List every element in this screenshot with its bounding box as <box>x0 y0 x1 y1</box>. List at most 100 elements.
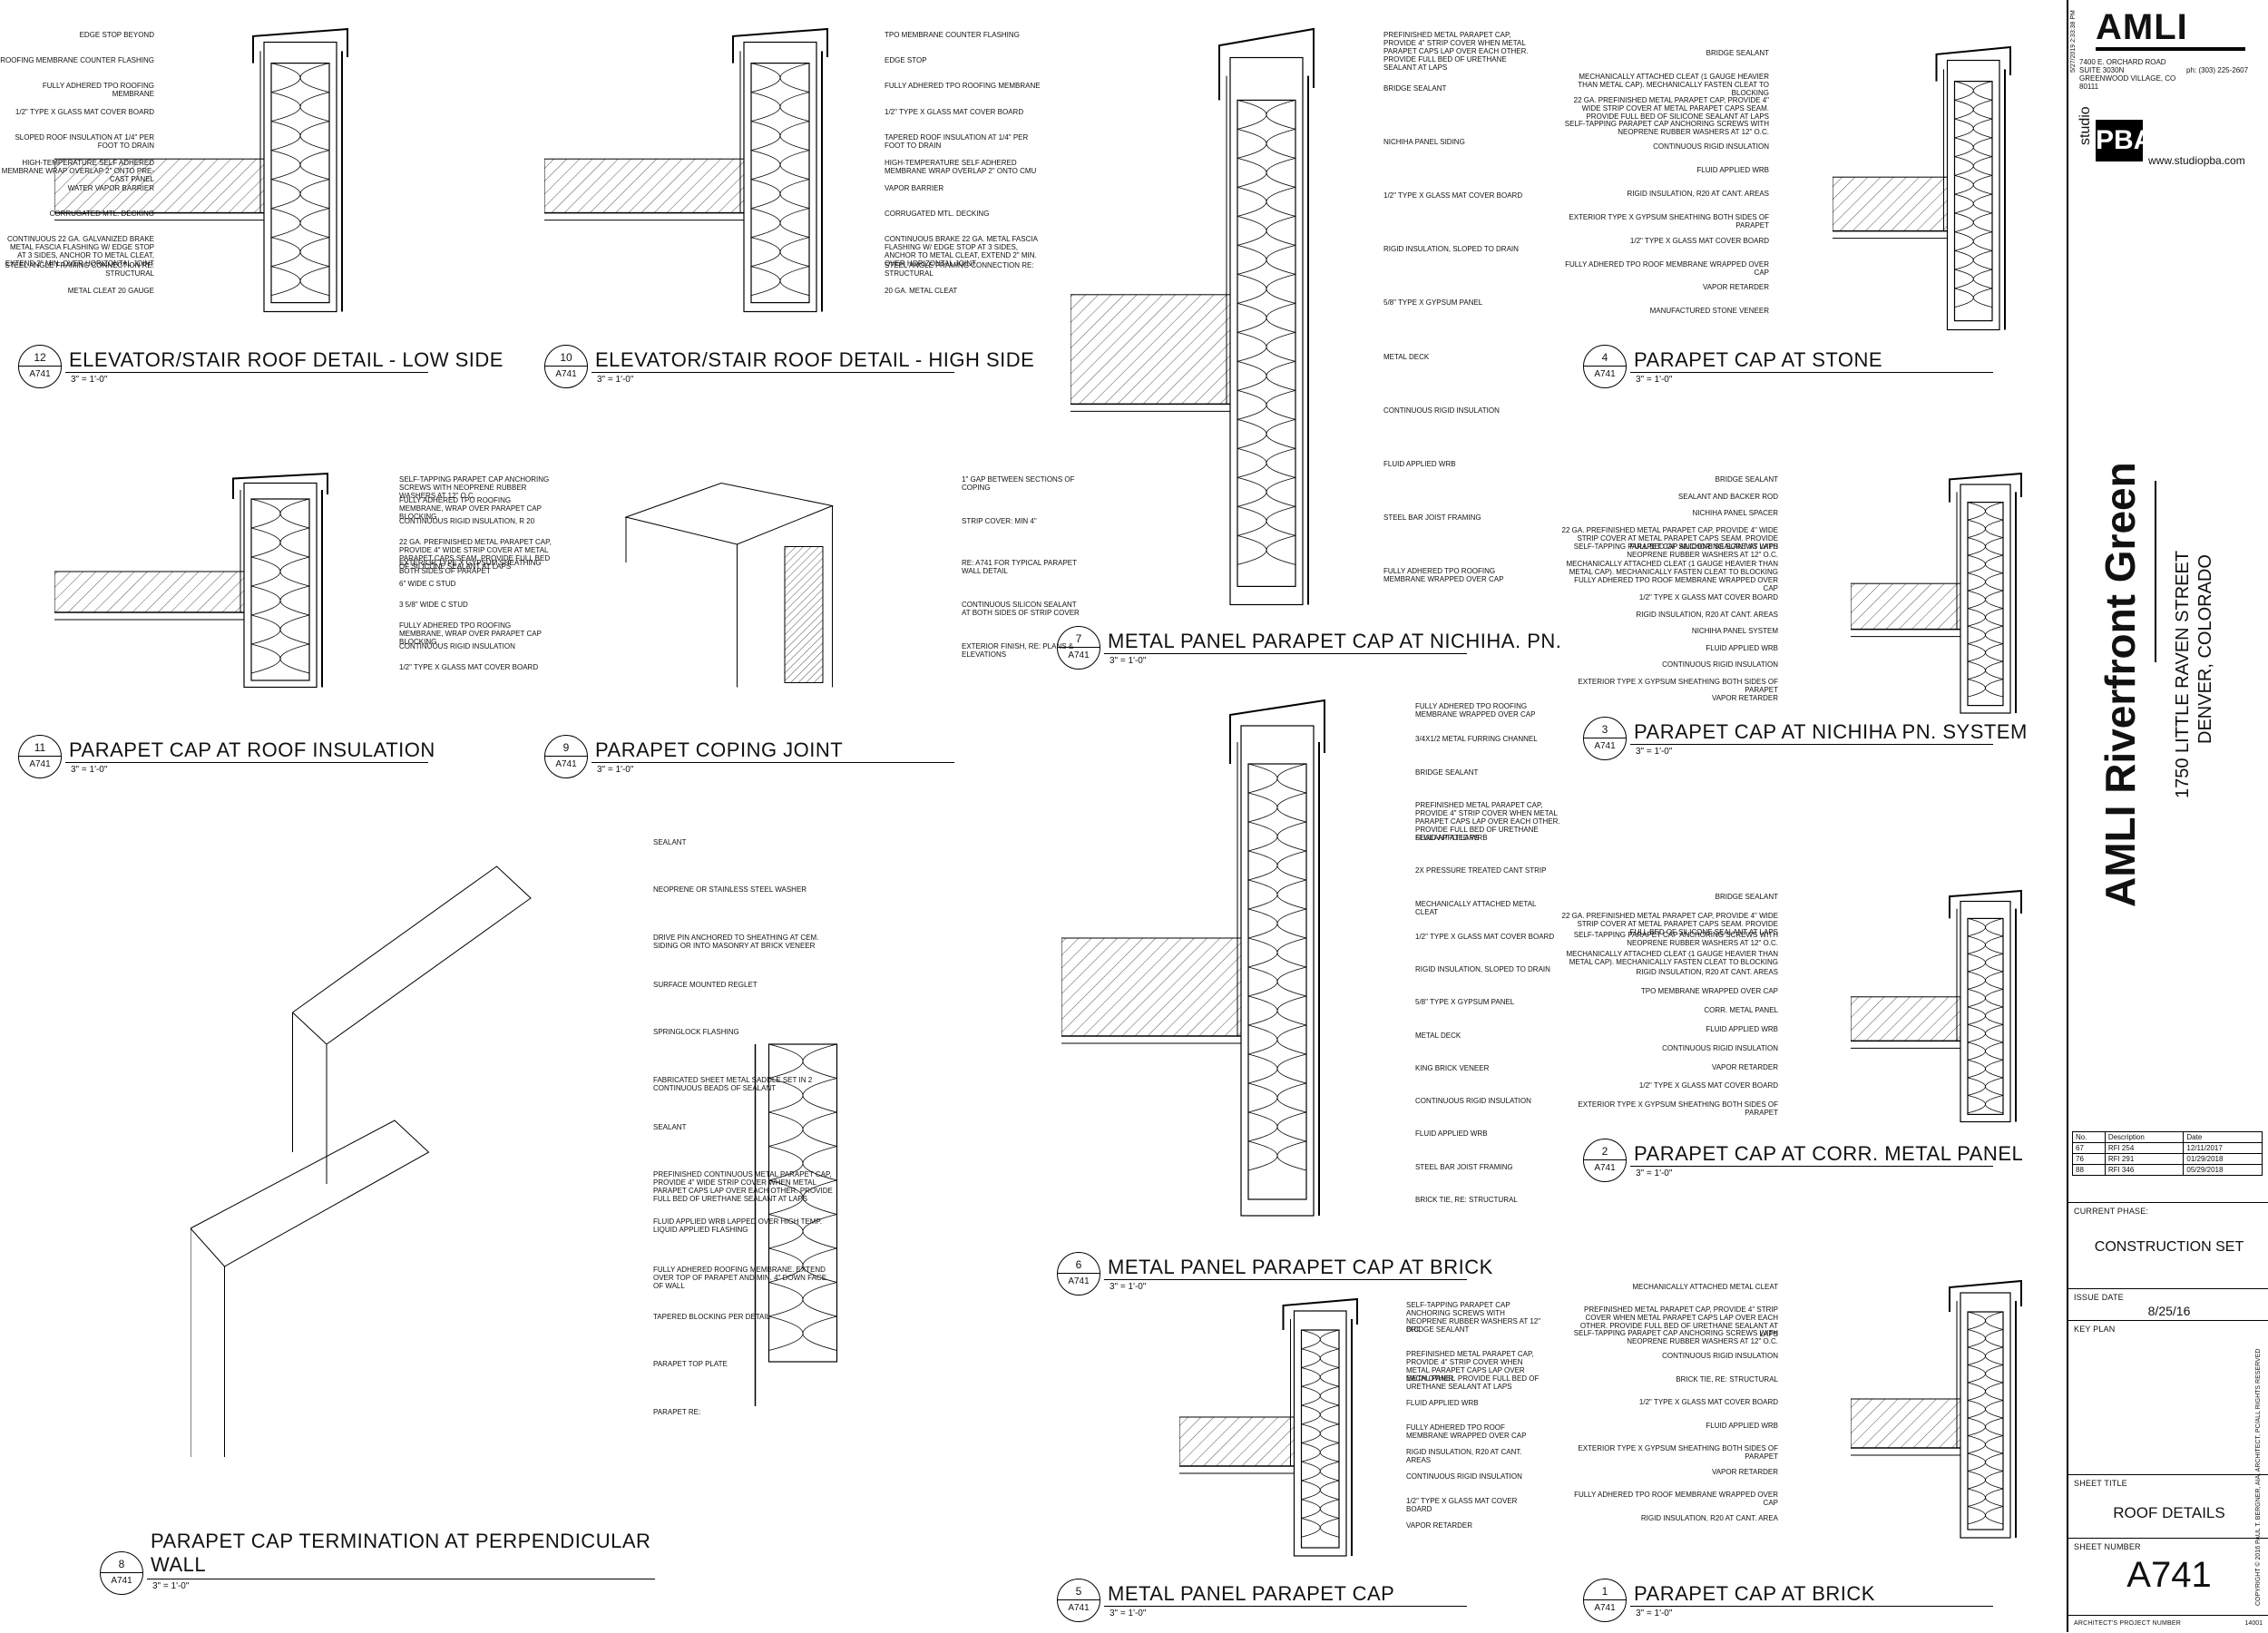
callout-note: VAPOR RETARDER <box>1406 1521 1473 1530</box>
stud-cavity <box>1953 80 1993 322</box>
callout-note: NICHIHA PANEL SPACER <box>1692 509 1778 518</box>
callout-note: FULLY ADHERED TPO ROOF MEMBRANE WRAPPED … <box>1406 1423 1527 1440</box>
rev-cell: 05/29/2018 <box>2183 1164 2263 1176</box>
callout-note: CORR. METAL PANEL <box>1704 1006 1778 1014</box>
parapet-cap <box>1282 1297 1358 1330</box>
callout-note: 1/2" TYPE X GLASS MAT COVER BOARD <box>1406 1497 1518 1513</box>
callout-note: METAL DECK <box>1415 1031 1461 1040</box>
detail-drawing-11 <box>54 472 328 689</box>
callout-note: DRIVE PIN ANCHORED TO SHEATHING AT CEM. … <box>653 933 819 950</box>
project-name: AMLI Riverfront Green <box>2097 462 2144 907</box>
issue-date-label: ISSUE DATE <box>2074 1293 2124 1302</box>
detail-title: METAL PANEL PARAPET CAP <box>1108 1582 1395 1605</box>
callout-note: FLUID APPLIED WRB <box>1706 1024 1778 1033</box>
owner-phone: ph: (303) 225-2607 <box>2186 66 2249 74</box>
rev-header: No. <box>2072 1131 2106 1143</box>
detail-drawing-4 <box>1833 45 2011 331</box>
hatched-material <box>1851 582 1961 631</box>
callout-note: FABRICATED SHEET METAL SADDLE SET IN 2 C… <box>653 1075 813 1092</box>
detail-sheet-ref: A741 <box>555 759 577 769</box>
owner-address-line: 7400 E. ORCHARD ROAD <box>2079 58 2166 66</box>
callout-note: MECHANICALLY ATTACHED CLEAT (1 GAUGE HEA… <box>1578 72 1769 97</box>
callout-note: CONTINUOUS RIGID INSULATION <box>1406 1472 1522 1481</box>
callout-note: ROOFING MEMBRANE COUNTER FLASHING <box>0 56 154 65</box>
sheet-title-value: ROOF DETAILS <box>2113 1504 2225 1521</box>
callout-note: BRICK TIE, RE: STRUCTURAL <box>1415 1195 1518 1204</box>
detail-drawing-8 <box>191 865 838 1457</box>
callout-note: PREFINISHED METAL PARAPET CAP, PROVIDE 4… <box>1415 800 1560 842</box>
detail-title: PARAPET CAP AT BRICK <box>1634 1582 1875 1605</box>
hatched-material <box>1851 1398 1961 1449</box>
bubble-divider <box>19 366 61 367</box>
callout-note: 1/2" TYPE X GLASS MAT COVER BOARD <box>15 107 154 116</box>
amli-logo-text: AMLI <box>2096 7 2188 47</box>
callout-note: PREFINISHED CONTINUOUS METAL PARAPET CAP… <box>653 1170 833 1204</box>
callout-note: FLUID APPLIED WRB <box>1415 1129 1488 1139</box>
callout-note: HIGH-TEMPERATURE SELF ADHERED MEMBRANE W… <box>1 158 154 183</box>
callout-note: METAL DECK <box>1383 352 1430 361</box>
detail-sheet-ref: A741 <box>1594 1603 1616 1613</box>
bubble-divider <box>1058 1273 1100 1274</box>
callout-note: CORRUGATED MTL. DECKING <box>885 210 990 219</box>
key-plan-label: KEY PLAN <box>2074 1325 2116 1334</box>
project-address-line2: DENVER, COLORADO <box>2195 554 2215 744</box>
studio-pba-logo: studio PBA www.studiopba.com <box>2077 100 2263 181</box>
stud-cavity <box>270 62 330 304</box>
callout-note: EDGE STOP BEYOND <box>79 31 154 39</box>
callout-note: 6" WIDE C STUD <box>399 580 456 588</box>
callout-note: FLUID APPLIED WRB <box>1706 643 1778 652</box>
batt-insulation <box>270 63 330 296</box>
rev-cell: RFI 346 <box>2104 1164 2185 1176</box>
detail-sheet-ref: A741 <box>29 759 51 769</box>
batt-insulation <box>1954 81 1993 308</box>
callout-note: FULLY ADHERED TPO ROOF MEMBRANE WRAPPED … <box>1574 1491 1778 1508</box>
callout-note: SELF-TAPPING PARAPET CAP ANCHORING SCREW… <box>1573 1328 1778 1345</box>
detail-scale: 3" = 1'-0" <box>71 765 108 775</box>
rev-cell: RFI 254 <box>2104 1142 2185 1154</box>
detail-scale: 3" = 1'-0" <box>1110 1282 1147 1292</box>
hatched-material <box>544 158 745 214</box>
callout-note: MECHANICALLY ATTACHED CLEAT (1 GAUGE HEA… <box>1566 949 1778 966</box>
callout-note: FLUID APPLIED WRB <box>1415 834 1488 842</box>
bubble-divider <box>19 756 61 757</box>
callout-note: CONTINUOUS RIGID INSULATION <box>1415 1097 1531 1105</box>
stud-cavity <box>1237 99 1296 588</box>
callout-note: SLOPED ROOF INSULATION AT 1/4" PER FOOT … <box>15 132 154 150</box>
callout-note: PARAPET TOP PLATE <box>653 1360 728 1369</box>
detail-title-rule <box>65 762 428 763</box>
detail-title-rule <box>1630 372 1993 373</box>
detail-sheet-ref: A741 <box>555 369 577 379</box>
parapet-cap <box>1949 1279 2022 1312</box>
callout-note: NICHIHA PANEL SYSTEM <box>1691 627 1778 636</box>
callout-note: WATER VAPOR BARRIER <box>67 184 154 193</box>
callout-note: EDGE STOP <box>885 56 927 65</box>
callout-note: SELF-TAPPING PARAPET CAP ANCHORING SCREW… <box>1406 1301 1541 1334</box>
detail-sheet-ref: A741 <box>111 1576 132 1586</box>
detail-sheet-ref: A741 <box>1068 1603 1090 1613</box>
title-block: AMLI 7400 E. ORCHARD ROAD SUITE 3030N GR… <box>2067 0 2268 1632</box>
callout-note: CONTINUOUS RIGID INSULATION <box>1653 142 1769 152</box>
detail-scale: 3" = 1'-0" <box>1110 656 1147 666</box>
sheet-number-label: SHEET NUMBER <box>2074 1542 2141 1551</box>
callout-note: RE: A741 FOR TYPICAL PARAPET WALL DETAIL <box>962 559 1077 575</box>
tb-sheet-title-cell: SHEET TITLE ROOF DETAILS <box>2068 1474 2268 1539</box>
detail-number: 8 <box>118 1558 125 1570</box>
detail-drawing-12 <box>54 27 348 313</box>
batt-insulation <box>768 1043 837 1351</box>
stud-cavity <box>250 498 310 681</box>
project-address-line1: 1750 LITTLE RAVEN STREET <box>2173 550 2193 798</box>
stud-cavity <box>767 1043 838 1363</box>
callout-note: BRIDGE SEALANT <box>1715 893 1778 901</box>
callout-note: 1/2" TYPE X GLASS MAT COVER BOARD <box>1629 236 1769 245</box>
callout-note: FULLY ADHERED TPO ROOF MEMBRANE WRAPPED … <box>1565 259 1769 277</box>
callout-note: VAPOR RETARDER <box>1711 1062 1778 1071</box>
callout-note: BRIDGE SEALANT <box>1406 1325 1470 1334</box>
detail-scale: 3" = 1'-0" <box>71 375 108 385</box>
bubble-divider <box>545 366 587 367</box>
callout-note: PARAPET RE: <box>653 1407 701 1416</box>
